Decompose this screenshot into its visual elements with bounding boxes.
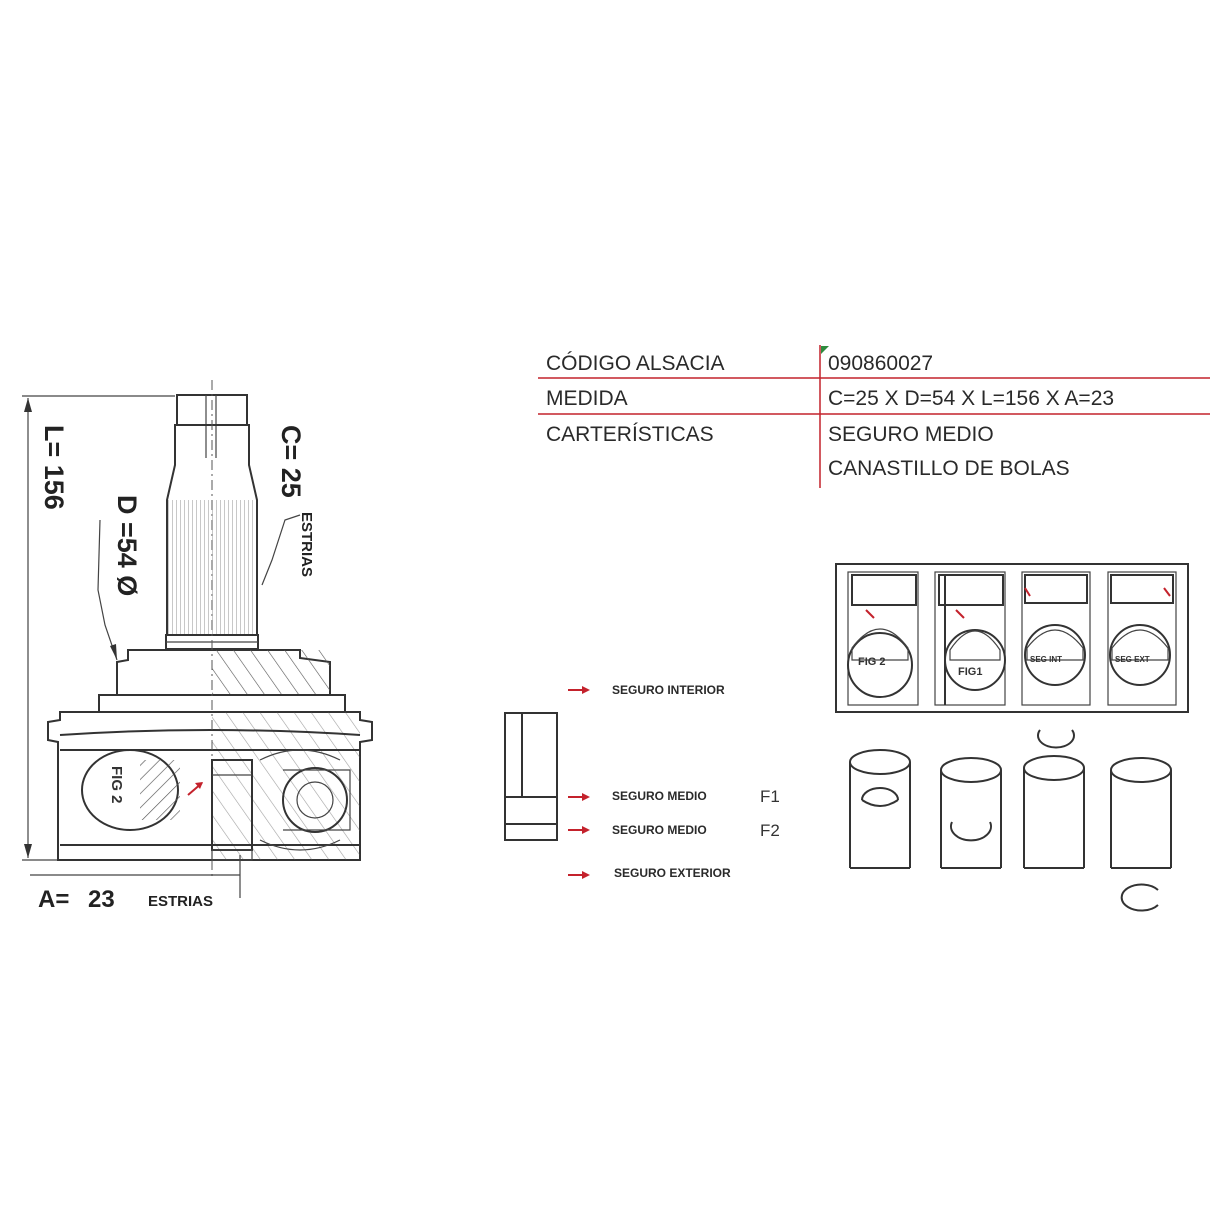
circlip-icon [1037, 729, 1075, 749]
fig-label-fig2: FIG 2 [858, 656, 886, 668]
spec-value-feature-2: CANASTILLO DE BOLAS [828, 457, 1070, 480]
legend-seguro-interior: SEGURO INTERIOR [612, 683, 725, 697]
dim-a-value: 23 [88, 886, 115, 913]
cylinder-seg-ext [1110, 757, 1172, 869]
legend-seguro-exterior: SEGURO EXTERIOR [614, 866, 731, 880]
cylinder-fig1 [940, 757, 1002, 869]
arrow-icon [568, 793, 590, 801]
spec-label-features: CARTERÍSTICAS [546, 423, 714, 446]
fig2-label: FIG 2 [108, 766, 125, 804]
cylinder-seg-int [1023, 755, 1085, 869]
arrow-icon [568, 686, 590, 694]
spec-label-size: MEDIDA [546, 387, 628, 410]
spec-value-feature-1: SEGURO MEDIO [828, 423, 994, 446]
dim-a-unit: ESTRIAS [148, 893, 213, 910]
legend-f1-suffix: F1 [760, 787, 780, 806]
fig-label-seg-int: SEG INT [1030, 655, 1062, 664]
legend-f2-suffix: F2 [760, 821, 780, 840]
spec-value-code: 090860027 [828, 352, 933, 375]
fig-cell-fig2: FIG 2 [847, 571, 919, 706]
cylinder-fig2 [849, 749, 911, 869]
figure-panel: FIG 2 FIG1 SEG INT SEG EX [835, 563, 1189, 713]
circlip-icon [1120, 883, 1159, 912]
dim-a-label: A= [38, 886, 69, 913]
legend-seguro-medio-f1: SEGURO MEDIO [612, 789, 707, 803]
fig-cell-fig1: FIG1 [934, 571, 1006, 706]
cell-marker-icon [821, 346, 829, 354]
spec-value-size: C=25 X D=54 X L=156 X A=23 [828, 387, 1114, 410]
fig-cell-seg-ext: SEG EXT [1107, 571, 1177, 706]
fig-cell-seg-int: SEG INT [1021, 571, 1091, 706]
dim-diameter-label: D =54 Ø [112, 495, 142, 596]
spec-label-code: CÓDIGO ALSACIA [546, 352, 725, 375]
arrow-icon [568, 871, 590, 879]
lock-bar-schematic [504, 712, 558, 841]
fig-label-fig1: FIG1 [958, 666, 982, 678]
dim-length-label: L= 156 [39, 425, 69, 510]
lock-cylinders [849, 729, 1172, 912]
spec-table: CÓDIGO ALSACIA 090860027 MEDIDA C=25 X D… [538, 345, 1210, 488]
lock-legend: SEGURO INTERIOR SEGURO MEDIO F1 SEGURO M… [504, 683, 780, 880]
cv-joint-drawing [22, 380, 373, 898]
fig-label-seg-ext: SEG EXT [1115, 655, 1150, 664]
dim-c-label: C= 25 [276, 425, 306, 498]
legend-seguro-medio-f2: SEGURO MEDIO [612, 823, 707, 837]
dim-c-unit: ESTRIAS [298, 512, 315, 577]
arrow-icon [568, 826, 590, 834]
